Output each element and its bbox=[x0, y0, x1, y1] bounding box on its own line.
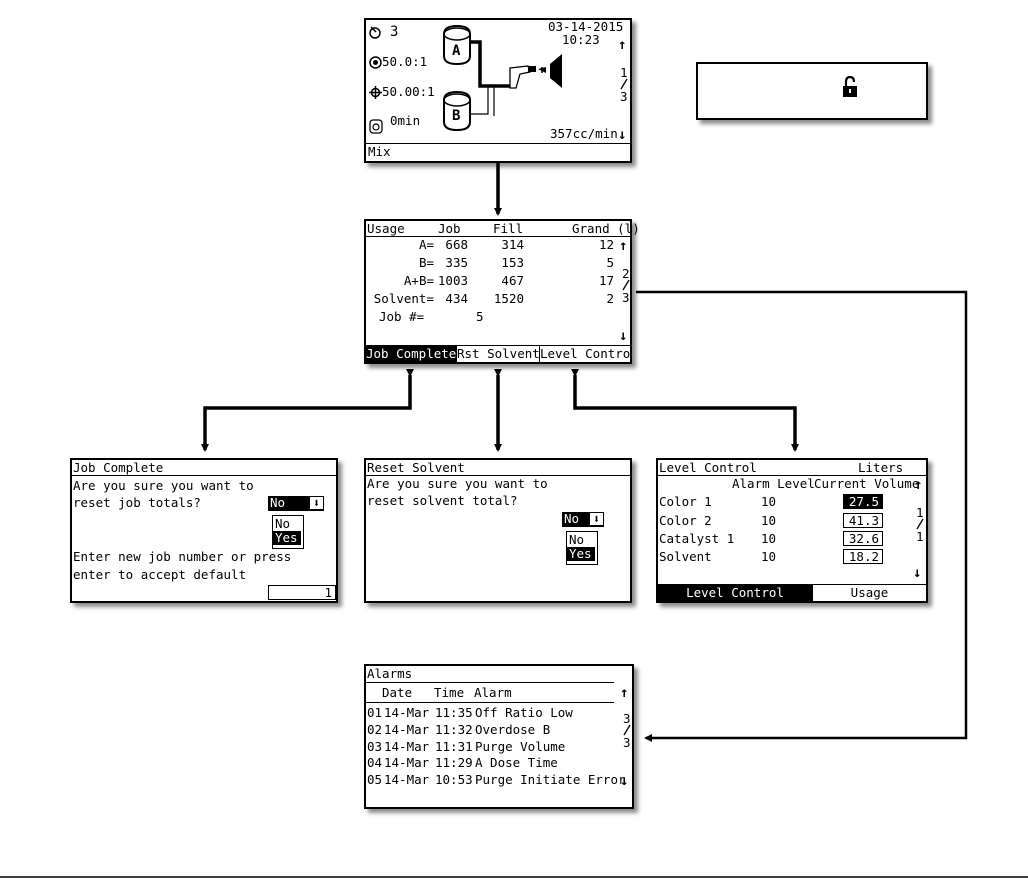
alarms-col-time: Time bbox=[434, 685, 465, 700]
potlife: 0min bbox=[390, 113, 421, 128]
alarms-col-date: Date bbox=[382, 685, 413, 700]
page-slash bbox=[620, 78, 628, 90]
usage-screen: Usage Job Fill Grand (l) A= 668 314 12 B… bbox=[364, 219, 640, 364]
job-complete-line4: enter to accept default bbox=[73, 567, 247, 582]
reset-job-options: No Yes bbox=[272, 515, 304, 549]
option-yes[interactable]: Yes bbox=[567, 547, 595, 561]
usage-col-fill: Fill bbox=[493, 221, 524, 236]
up-arrow-icon[interactable]: ↑ bbox=[620, 685, 629, 701]
option-yes[interactable]: Yes bbox=[273, 531, 301, 545]
alarms-col-alarm: Alarm bbox=[474, 685, 512, 700]
job-complete-line1: Are you sure you want to bbox=[73, 478, 254, 493]
page-indicator-top: 3 bbox=[623, 711, 631, 726]
level-control-units: Liters bbox=[858, 460, 904, 475]
option-no[interactable]: No bbox=[569, 532, 585, 547]
job-complete-title: Job Complete bbox=[73, 460, 164, 475]
col-current-volume: Current Volume bbox=[814, 476, 920, 491]
alarms-header-rule bbox=[366, 702, 614, 703]
up-arrow-icon[interactable]: ↑ bbox=[914, 477, 923, 493]
softkey-rst-solvent[interactable]: Rst Solvent bbox=[456, 346, 539, 362]
reset-solvent-line1: Are you sure you want to bbox=[367, 476, 548, 491]
reset-solvent-title: Reset Solvent bbox=[367, 460, 465, 475]
mix-diagram bbox=[443, 24, 510, 132]
softkey-level-control[interactable]: Level Control bbox=[658, 585, 812, 601]
mode-bar: Mix bbox=[366, 143, 630, 161]
level-control-header bbox=[658, 460, 926, 476]
page-indicator-top: 1 bbox=[620, 65, 628, 80]
job-complete-header bbox=[72, 460, 336, 476]
recipe-number: 3 bbox=[390, 24, 399, 40]
job-number-input[interactable]: 1 bbox=[268, 585, 336, 600]
run-screen: 3 03-14-2015 10:23 50.0:1 50.00:1 0min A… bbox=[364, 18, 632, 163]
level-control-screen: Level Control Liters Alarm Level Current… bbox=[656, 458, 928, 603]
alarms-screen: Alarms Date Time Alarm 01 14-Mar 11:35 O… bbox=[364, 664, 634, 809]
reset-solvent-select[interactable]: No ⬇ bbox=[562, 512, 604, 527]
down-arrow-icon[interactable]: ↓ bbox=[618, 127, 627, 143]
reset-solvent-header bbox=[366, 460, 630, 476]
softkey-usage[interactable]: Usage bbox=[812, 585, 926, 601]
tank-b-label: B bbox=[452, 108, 461, 124]
ratio-actual-icon bbox=[369, 86, 382, 99]
unlock-icon bbox=[843, 76, 857, 97]
recipe-icon bbox=[369, 26, 381, 39]
page-slash bbox=[916, 518, 924, 530]
chevron-down-icon: ⬇ bbox=[310, 497, 323, 509]
usage-col-job: Job bbox=[438, 221, 461, 236]
page-indicator-top: 1 bbox=[916, 505, 924, 520]
current-volume-field[interactable]: 41.3 bbox=[843, 513, 883, 528]
arrow-usage-to-jobcomplete bbox=[201, 369, 414, 452]
alarms-title: Alarms bbox=[367, 666, 413, 681]
spray-gun-icon bbox=[509, 54, 562, 89]
softkey-level-control[interactable]: Level Control bbox=[539, 346, 630, 362]
current-volume-field[interactable]: 27.5 bbox=[843, 494, 883, 509]
down-arrow-icon[interactable]: ↓ bbox=[620, 773, 629, 789]
page-indicator-bottom: 3 bbox=[620, 89, 628, 104]
job-number-label: Job #= bbox=[379, 309, 425, 324]
current-volume-field[interactable]: 18.2 bbox=[843, 549, 883, 564]
down-arrow-icon[interactable]: ↓ bbox=[913, 565, 922, 581]
arrow-usage-to-levelcontrol bbox=[571, 369, 799, 452]
up-arrow-icon[interactable]: ↑ bbox=[619, 238, 628, 254]
job-complete-screen: Job Complete Are you sure you want to re… bbox=[70, 458, 338, 603]
page-indicator-bottom: 3 bbox=[623, 735, 631, 750]
mode-label: Mix bbox=[368, 144, 391, 159]
reset-solvent-line2: reset solvent total? bbox=[367, 493, 518, 508]
usage-col-usage: Usage bbox=[367, 221, 405, 236]
usage-col-grand: Grand (l) bbox=[572, 221, 640, 236]
ratio-target: 50.0:1 bbox=[382, 54, 428, 69]
usage-softkeys: Job Complete Rst Solvent Level Control bbox=[366, 345, 630, 362]
option-no[interactable]: No bbox=[275, 516, 291, 531]
reset-solvent-options: No Yes bbox=[566, 531, 598, 565]
page-indicator-bottom: 1 bbox=[916, 529, 924, 544]
level-control-title: Level Control bbox=[659, 460, 757, 475]
reset-job-select[interactable]: No ⬇ bbox=[268, 496, 324, 511]
softkey-job-complete[interactable]: Job Complete bbox=[366, 346, 456, 362]
col-alarm-level: Alarm Level bbox=[732, 476, 815, 491]
alarms-title-rule bbox=[366, 682, 614, 683]
page-slash bbox=[623, 724, 631, 736]
run-time: 10:23 bbox=[562, 32, 600, 47]
ratio-actual: 50.00:1 bbox=[382, 84, 435, 99]
chevron-down-icon: ⬇ bbox=[590, 513, 603, 525]
ratio-target-icon bbox=[369, 56, 382, 69]
reset-solvent-screen: Reset Solvent Are you sure you want to r… bbox=[364, 458, 632, 603]
current-volume-field[interactable]: 32.6 bbox=[843, 531, 883, 546]
page-slash bbox=[622, 279, 630, 291]
arrow-usage-to-alarms bbox=[636, 290, 968, 742]
up-arrow-icon[interactable]: ↑ bbox=[618, 37, 627, 53]
job-complete-line3: Enter new job number or press bbox=[73, 549, 292, 564]
tank-a-label: A bbox=[452, 43, 461, 59]
page-indicator-bottom: 3 bbox=[622, 290, 630, 305]
flow-rate: 357cc/min bbox=[550, 126, 618, 141]
level-control-softkeys: Level Control Usage bbox=[658, 584, 926, 601]
page-indicator-top: 2 bbox=[622, 266, 630, 281]
down-arrow-icon[interactable]: ↓ bbox=[619, 328, 628, 344]
usage-header bbox=[366, 221, 630, 237]
job-complete-line2: reset job totals? bbox=[73, 495, 201, 510]
unlock-indicator bbox=[696, 62, 928, 120]
potlife-icon bbox=[369, 119, 383, 134]
job-number-value: 5 bbox=[476, 309, 484, 324]
run-date: 03-14-2015 bbox=[548, 19, 624, 34]
